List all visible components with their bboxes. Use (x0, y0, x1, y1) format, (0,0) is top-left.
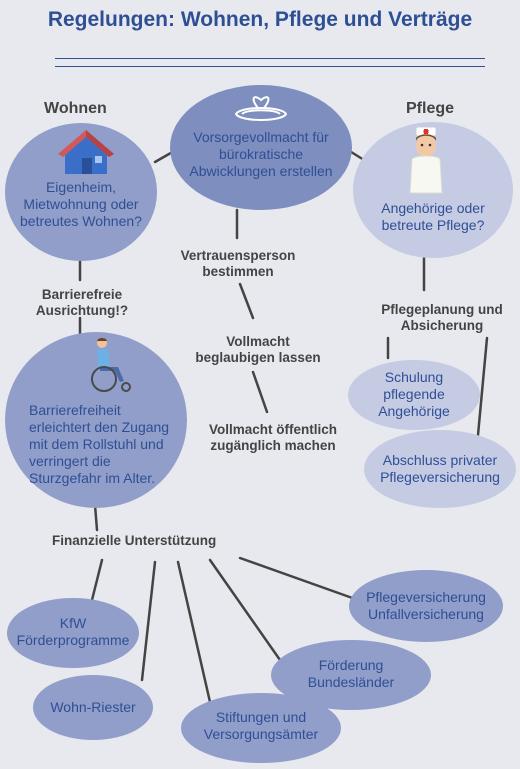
stiftungen-text: Stiftungen und Versorgungsämter (203, 709, 319, 742)
abschluss-text: Abschluss privater Pflegeversicherung (380, 452, 500, 485)
abschluss-circle: Abschluss privater Pflegeversicherung (364, 430, 516, 508)
pflege-question: Angehörige oder betreute Pflege? (381, 200, 485, 233)
page-title: Regelungen: Wohnen, Pflege und Verträge (47, 8, 473, 31)
foerderung-text: Förderung Bundesländer (307, 657, 395, 690)
section-heading-pflege: Pflege (406, 100, 455, 117)
barrierefreiheit-text: Barrierefreiheit erleichtert den Zugang … (29, 402, 170, 486)
label-pflegeplanung: Pflegeplanung und Absicherung (381, 302, 503, 333)
label-vertrauensperson: Vertrauensperson bestimmen (180, 248, 296, 279)
pflege-circle: Angehörige oder betreute Pflege? (353, 122, 513, 258)
schulung-text: Schulung pflegende Angehörige (378, 369, 450, 419)
label-oeffentlich: Vollmacht öffentlich zugänglich machen (208, 422, 337, 453)
label-finanzielle: Finanzielle Unterstützung (52, 533, 217, 548)
label-beglaubigen: Vollmacht beglaubigen lassen (195, 334, 321, 365)
title-rule-top (55, 58, 485, 59)
barrierefreiheit-circle: Barrierefreiheit erleichtert den Zugang … (5, 332, 187, 508)
house-icon (58, 130, 114, 174)
vorsorge-circle: Vorsorgevollmacht für bürokratische Abwi… (170, 85, 352, 210)
kfw-circle: KfW Förderprogramme (7, 598, 139, 668)
vorsorge-text: Vorsorgevollmacht für bürokratische Abwi… (189, 129, 333, 179)
riester-circle: Wohn-Riester (33, 675, 153, 740)
title-rule-bottom (55, 66, 485, 67)
pflegeversicherung-circle: Pflegeversicherung Unfallversicherung (349, 570, 503, 642)
section-heading-wohnen: Wohnen (44, 100, 107, 117)
label-barrierefreie: Barrierefreie Ausrichtung!? (35, 287, 129, 318)
wohnen-question: Eigenheim, Mietwohnung oder betreutes Wo… (20, 179, 142, 229)
riester-text: Wohn-Riester (50, 699, 136, 715)
wohnen-circle: Eigenheim, Mietwohnung oder betreutes Wo… (5, 123, 157, 261)
kfw-text: KfW Förderprogramme (16, 615, 130, 648)
scroll-icon (234, 96, 288, 121)
foerderung-circle: Förderung Bundesländer (271, 640, 431, 710)
wheelchair-icon (91, 338, 131, 392)
nurse-icon (409, 127, 443, 194)
pflegeversicherung-text: Pflegeversicherung Unfallversicherung (366, 589, 486, 622)
schulung-circle: Schulung pflegende Angehörige (348, 360, 480, 430)
